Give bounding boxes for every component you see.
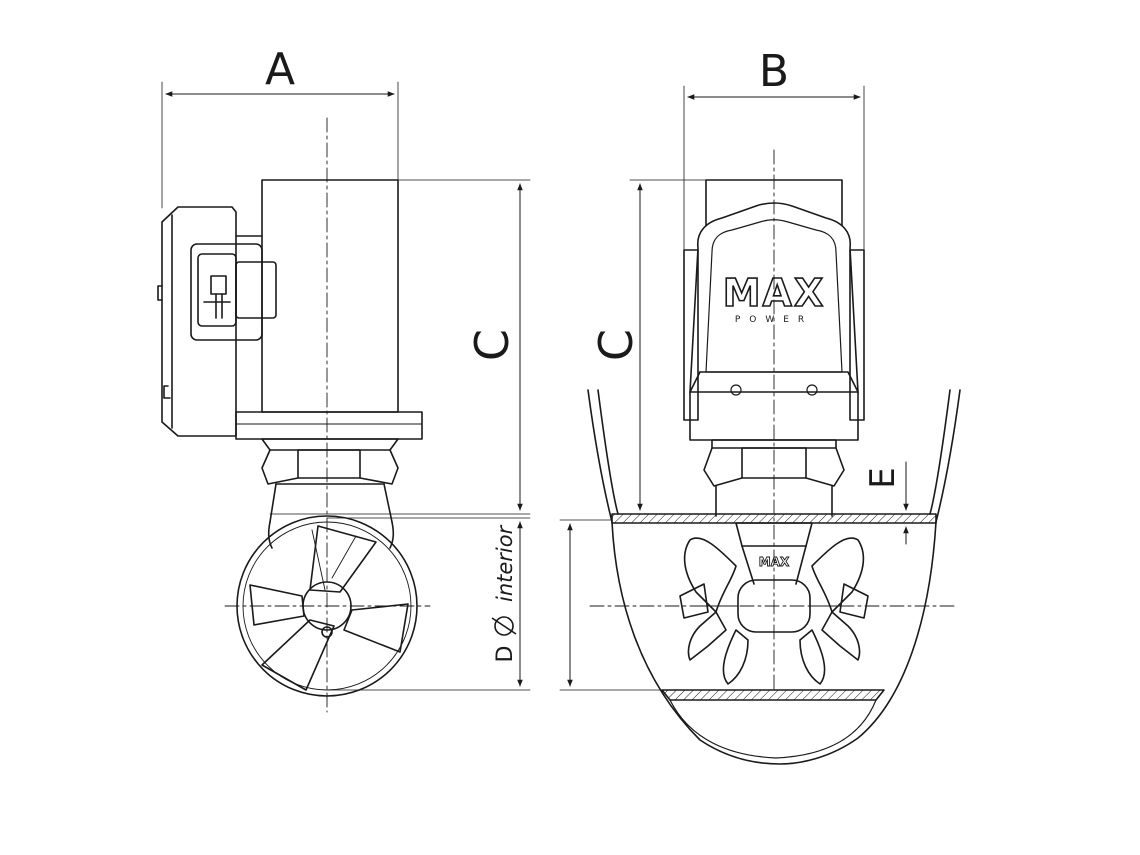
label-b: B bbox=[759, 46, 789, 97]
left-propeller bbox=[679, 537, 749, 685]
brand-logo: MAX bbox=[723, 271, 826, 315]
right-propeller bbox=[799, 537, 869, 685]
dimension-lines bbox=[161, 81, 909, 691]
shaft-coupling bbox=[297, 449, 361, 479]
motor-body bbox=[261, 179, 399, 413]
hull-section bbox=[587, 389, 961, 765]
gear-leg bbox=[269, 483, 393, 523]
mounting-flange bbox=[235, 411, 423, 440]
label-c-right: C bbox=[589, 329, 643, 361]
front-coupling bbox=[741, 447, 807, 479]
brand-subtitle: POWER bbox=[735, 315, 813, 325]
hull-wall-top bbox=[611, 513, 937, 524]
label-d-group: D interior bbox=[491, 524, 518, 663]
brand-logo-small: MAX bbox=[759, 555, 790, 569]
control-box bbox=[157, 206, 277, 437]
side-view bbox=[157, 117, 431, 713]
motor-top bbox=[705, 179, 843, 226]
tunnel-wall-bottom bbox=[661, 689, 885, 701]
intermediate-flange bbox=[261, 438, 399, 451]
motor-cover bbox=[683, 202, 865, 441]
label-e: E bbox=[863, 467, 903, 488]
tunnel-outline bbox=[236, 515, 418, 697]
label-c-left: C bbox=[465, 329, 519, 361]
diameter-symbol-icon bbox=[491, 616, 517, 636]
propeller-blades bbox=[249, 525, 409, 691]
label-d: D bbox=[493, 646, 518, 663]
propeller-hub bbox=[302, 581, 352, 631]
label-a: A bbox=[265, 44, 295, 95]
label-d-interior: interior bbox=[493, 524, 517, 602]
front-view bbox=[587, 149, 961, 765]
